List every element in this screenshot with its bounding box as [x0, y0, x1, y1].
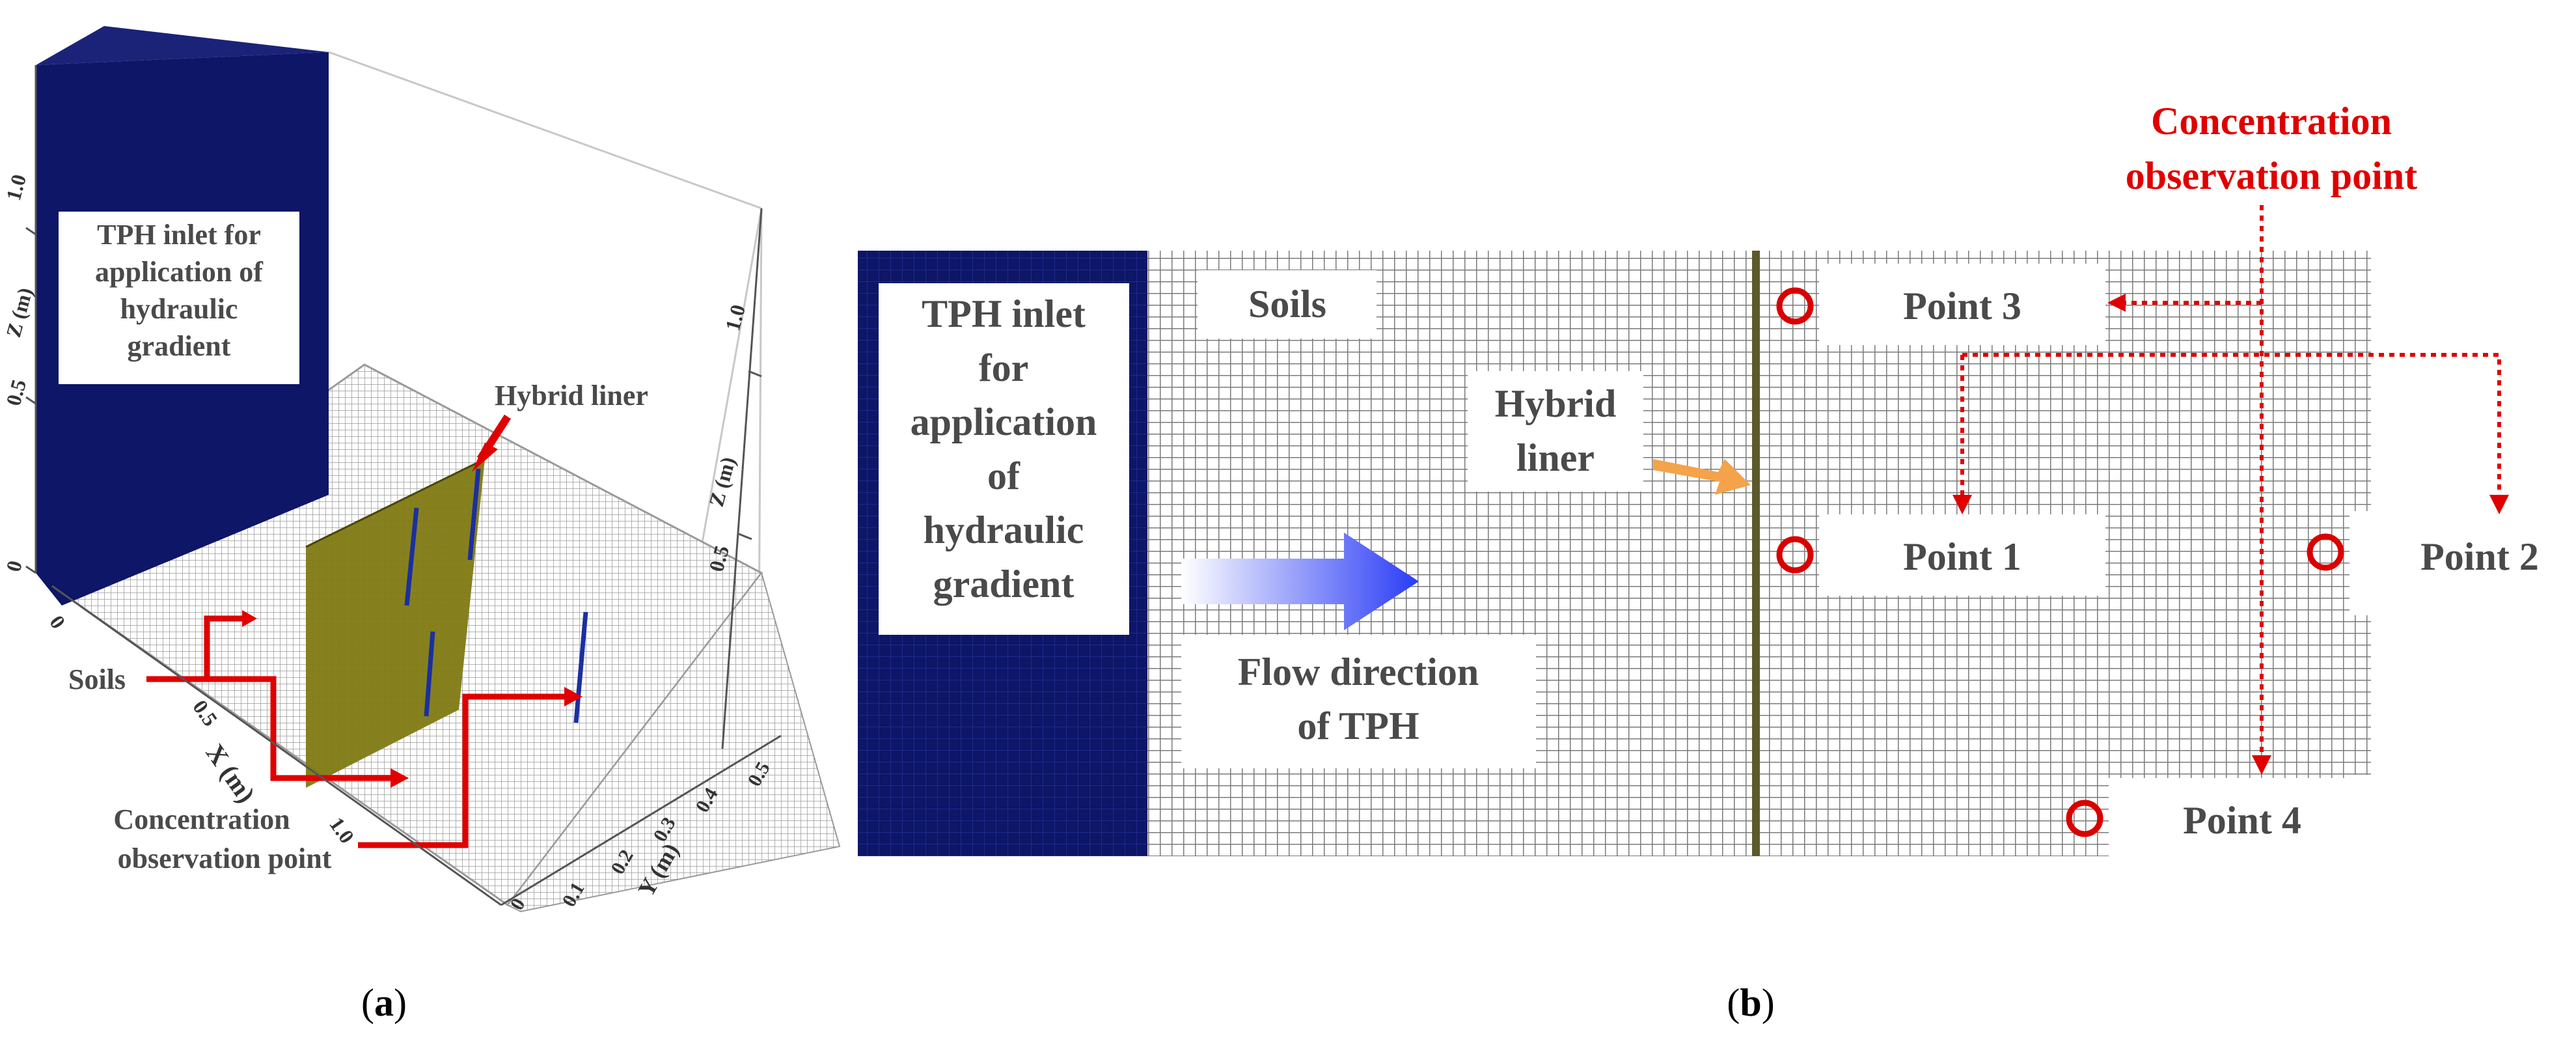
- inlet-label-box-a: [59, 212, 299, 384]
- hybrid-liner-label-a: Hybrid liner: [495, 380, 648, 411]
- y-axis: [500, 734, 782, 906]
- hybrid-arrow-b: [1653, 459, 1751, 495]
- observation-markers: [1776, 287, 2344, 837]
- red-arrowheads-a: [242, 610, 582, 788]
- point1-box: [1819, 514, 2105, 596]
- red-path-arrows-a: [146, 615, 566, 848]
- z-right-tick-10: 1.0: [720, 302, 750, 333]
- z-axis-right: [721, 208, 763, 749]
- point2-box: [2385, 514, 2574, 596]
- obs-label-a-line1: Concentration: [113, 803, 290, 835]
- point1-marker: [1776, 536, 1814, 574]
- soils-label-a: Soils: [68, 663, 126, 695]
- inlet-label-b-line6: gradient: [933, 563, 1075, 606]
- obs-leader-arrowheads: [1953, 294, 2509, 775]
- obs-label-b-line1: Concentration: [2151, 100, 2392, 143]
- point4-marker: [2066, 800, 2103, 837]
- z-left-tick-0: 0: [1, 558, 27, 574]
- hybrid-liner-line: [1752, 251, 1760, 856]
- z-right-axis-name: Z (m): [704, 454, 740, 509]
- flow-direction-arrow: [1181, 533, 1419, 630]
- inlet-label-a-line4: gradient: [128, 330, 231, 362]
- caption-a: (a): [361, 981, 407, 1024]
- hybrid-label-b-line1: Hybrid: [1495, 382, 1617, 425]
- flow-label-b-line1: Flow direction: [1238, 650, 1479, 693]
- inlet-label-b-line2: for: [979, 346, 1029, 389]
- z-left-tick-10: 1.0: [1, 172, 31, 203]
- inlet-label-b-line1: TPH inlet: [922, 292, 1086, 335]
- hybrid-label-b-line2: liner: [1516, 436, 1595, 479]
- flow-label-box-b: [1181, 635, 1536, 768]
- hybrid-label-box-b: [1468, 371, 1643, 492]
- obs-label-a-line2: observation point: [118, 843, 332, 874]
- inlet-label-box-b: [879, 283, 1129, 635]
- soil-floor-front-strip: [506, 571, 841, 913]
- hybrid-liner-plane: [306, 459, 485, 788]
- point2-label: Point 2: [2420, 535, 2539, 578]
- inlet-label-a-line2: application of: [95, 256, 264, 288]
- observation-probes: [404, 468, 588, 723]
- point4-label: Point 4: [2183, 799, 2301, 842]
- obs-leader-lines: [1960, 205, 2501, 759]
- z-axis-left: [25, 65, 37, 574]
- x-axis-name: X (m): [200, 738, 262, 808]
- point3-label: Point 3: [1903, 285, 2021, 327]
- obs-label-b-line2: observation point: [2126, 154, 2417, 197]
- inlet-label-b-line4: of: [987, 454, 1021, 497]
- panel-a: TPH inlet for application of hydraulic g…: [1, 26, 841, 1024]
- inlet-label-a-line3: hydraulic: [120, 293, 238, 325]
- inlet-label-b-line3: application: [911, 400, 1097, 443]
- inlet-column-side: [36, 26, 329, 65]
- caption-b: (b): [1727, 981, 1774, 1024]
- x-tick-0: 0: [45, 611, 70, 633]
- soils-label-b: Soils: [1248, 283, 1326, 326]
- point3-marker: [1776, 287, 1814, 325]
- point3-box: [1819, 264, 2105, 345]
- panel-b: TPH inlet for application of hydraulic g…: [858, 100, 2574, 1024]
- soils-box-b: [1198, 270, 1377, 339]
- x-axis: [51, 585, 502, 906]
- inlet-label-b-line5: hydraulic: [924, 509, 1084, 551]
- flow-label-b-line2: of TPH: [1297, 704, 1419, 747]
- z-left-tick-05: 0.5: [1, 377, 31, 408]
- point1-label: Point 1: [1903, 535, 2021, 578]
- point2-marker: [2307, 533, 2344, 571]
- point4-box: [2109, 778, 2376, 859]
- z-left-axis-name: Z (m): [1, 285, 37, 340]
- inlet-label-a-line1: TPH inlet for: [97, 219, 261, 251]
